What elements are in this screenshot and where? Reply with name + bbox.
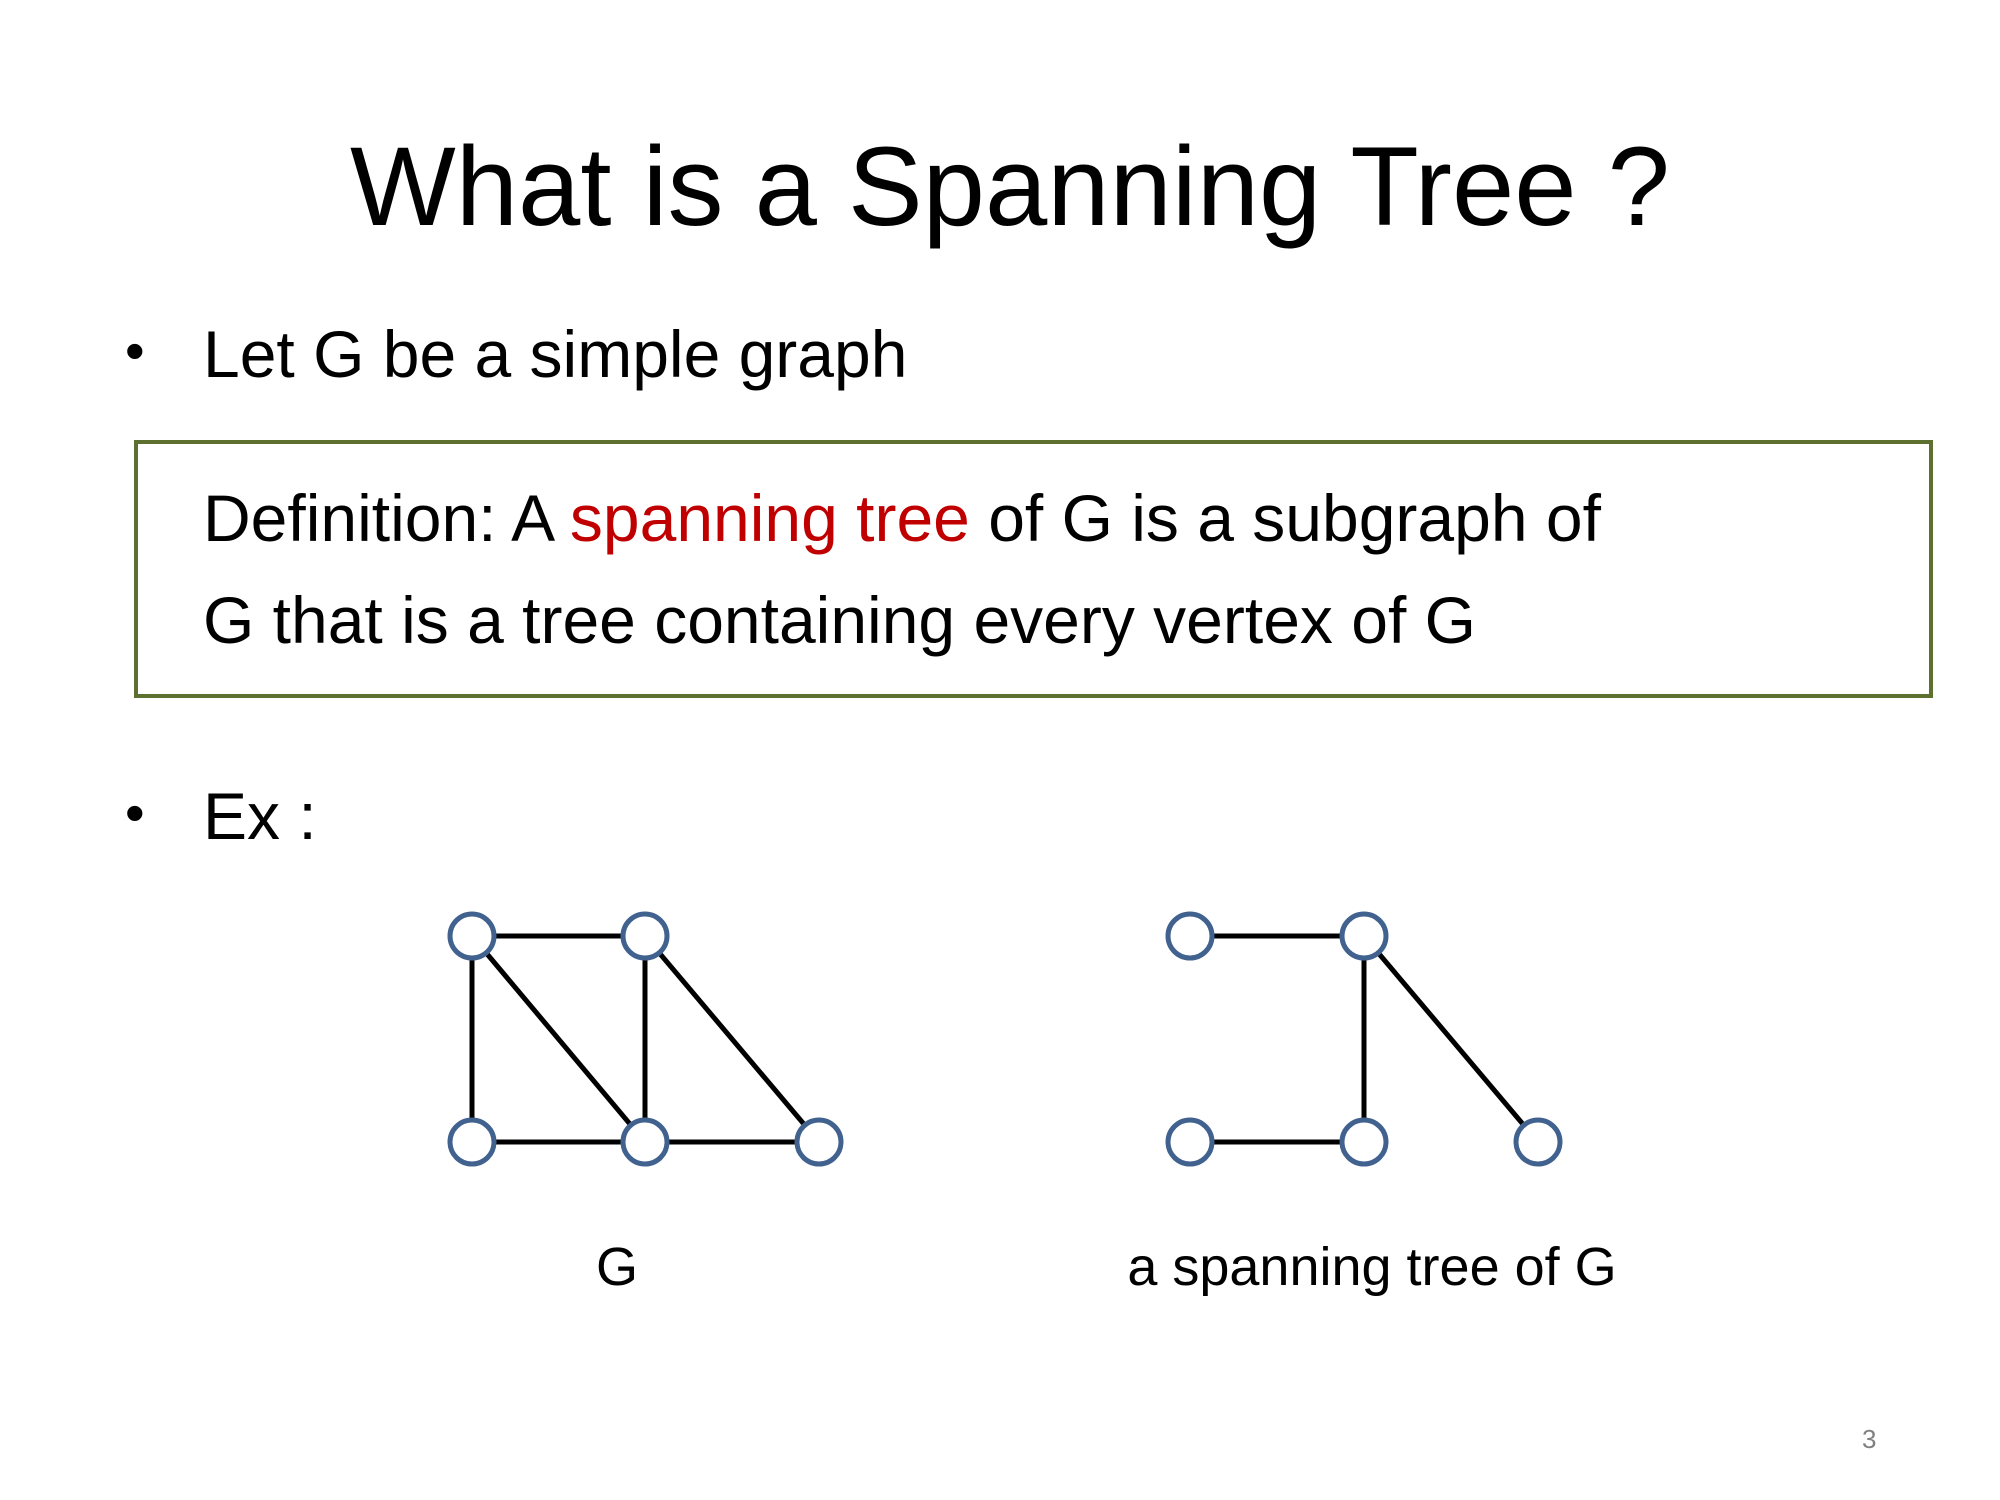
- graph-g-label: G: [595, 1237, 638, 1297]
- definition-line-1: Definition: A spanning tree of G is a su…: [203, 480, 1601, 556]
- bullet-icon: •: [125, 319, 145, 382]
- vertex: [1339, 911, 1389, 961]
- vertex: [620, 911, 670, 961]
- spanning-tree-vertices: [1165, 911, 1563, 1167]
- vertex: [1165, 1117, 1215, 1167]
- edge: [1362, 934, 1540, 1144]
- graph-g-vertices: [447, 911, 844, 1167]
- vertex: [620, 1117, 670, 1167]
- definition-box: [134, 440, 1933, 698]
- vertex: [1165, 911, 1215, 961]
- spanning-tree-label: a spanning tree of G: [1127, 1237, 1617, 1297]
- graph-g-edges: [469, 933, 821, 1145]
- definition-term: spanning tree: [569, 481, 970, 555]
- slide-title: What is a Spanning Tree ?: [350, 124, 1670, 249]
- vertex: [447, 1117, 497, 1167]
- edge: [643, 934, 821, 1144]
- vertex: [447, 911, 497, 961]
- bullet-icon: •: [125, 781, 145, 844]
- definition-prefix: Definition: A: [203, 481, 570, 555]
- definition-line-2: G that is a tree containing every vertex…: [203, 583, 1476, 657]
- bullet-text: Ex :: [203, 779, 317, 853]
- vertex: [794, 1117, 844, 1167]
- spanning-tree-edges: [1190, 933, 1540, 1145]
- page-number: 3: [1862, 1424, 1877, 1454]
- vertex: [1339, 1117, 1389, 1167]
- bullet-text: Let G be a simple graph: [203, 317, 908, 391]
- vertex: [1513, 1117, 1563, 1167]
- definition-rest: of G is a subgraph of: [969, 481, 1601, 555]
- edge: [470, 934, 647, 1144]
